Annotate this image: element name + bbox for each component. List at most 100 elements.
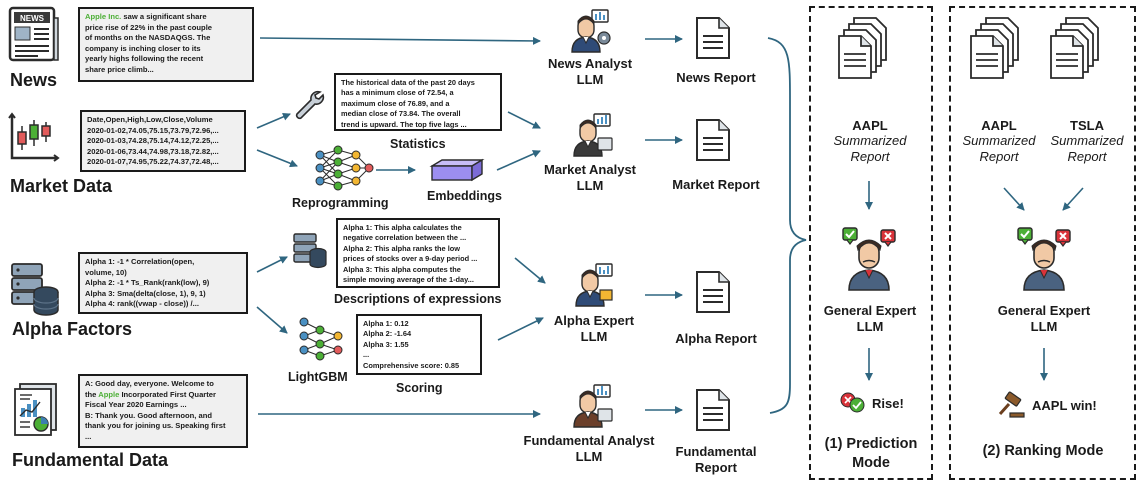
- rank-expert-label: General Expert LLM: [986, 303, 1102, 335]
- fund-report-line2: Report: [695, 460, 737, 475]
- expert-icon: [842, 227, 896, 291]
- fund-line: Fiscal Year 2020 Earnings ...: [85, 400, 187, 410]
- fund-line: ...: [85, 431, 92, 441]
- analyst-icon: [573, 113, 613, 157]
- statistics-box: The historical data of the past 20 days …: [334, 73, 502, 131]
- lightgbm-label: LightGBM: [288, 370, 348, 384]
- pred-result: Rise!: [872, 396, 904, 411]
- fund-line2-pre: the: [85, 389, 99, 399]
- candlestick-chart-icon: [8, 112, 60, 162]
- rank-expert-line1: General Expert: [997, 303, 1091, 318]
- stats-line: median close of 73.84. The overall: [341, 109, 461, 119]
- alpha-line: Alpha 2: -1 * Ts_Rank(rank(low), 9): [85, 278, 210, 288]
- document-icon: [696, 119, 730, 161]
- news-icon: NEWS: [8, 6, 60, 67]
- alpha-report-line1: Alpha Report: [675, 331, 757, 346]
- alpha-report-label: Alpha Report: [666, 331, 766, 347]
- database-icon: [293, 233, 327, 269]
- fund-llm-line2: LLM: [575, 449, 603, 464]
- database-icon: [11, 263, 59, 316]
- market-llm-line2: LLM: [576, 178, 604, 193]
- score-line: Alpha 1: 0.12: [363, 319, 409, 328]
- desc-line: Alpha 2: This alpha ranks the low: [343, 243, 461, 253]
- analyst-icon: [573, 384, 613, 428]
- market-line: 2020-01-03,74.28,75.14,74.12,72.25,...: [87, 136, 219, 146]
- neural-network-icon: [299, 317, 343, 361]
- news-report-label: News Report: [668, 70, 764, 86]
- arrow-score-to-alpha-llm: [497, 317, 544, 341]
- rank-ticker1: AAPL: [981, 118, 1017, 133]
- desc-line: negative correlation between the ...: [343, 233, 467, 243]
- document-icon: [696, 17, 730, 59]
- stats-line: maximum close of 76.89, and a: [341, 98, 450, 108]
- fundamental-report-label: Fundamental Report: [666, 444, 766, 476]
- score-line: ...: [363, 350, 370, 360]
- rank-tsla-label: TSLA Summarized Report: [1040, 118, 1134, 165]
- ranking-mode-title: (2) Ranking Mode: [982, 443, 1104, 459]
- neural-network-icon: [315, 145, 374, 191]
- score-line: Alpha 2: -1.64: [363, 329, 412, 339]
- ranking-mode-panel: [949, 6, 1136, 480]
- alpha-text-box: Alpha 1: -1 * Correlation(open, volume, …: [78, 252, 248, 314]
- news-line: share price climb...: [85, 64, 154, 74]
- news-company: Apple Inc.: [85, 12, 122, 21]
- alpha-line: Alpha 4: rank((vwap - close)) /...: [85, 299, 199, 309]
- curly-brace: [767, 37, 807, 414]
- document-icon: [696, 271, 730, 313]
- wrench-icon: [295, 90, 325, 120]
- news-line: company is inching closer to its: [85, 43, 201, 53]
- rise-indicator-icon: [840, 392, 865, 413]
- cross-icon: [1059, 232, 1067, 240]
- pred-title-line1: (1) Prediction: [824, 436, 918, 452]
- arrow-market-to-statistics: [256, 113, 291, 129]
- news-text-box: Apple Inc. saw a significant share price…: [78, 7, 254, 82]
- desc-line: simple moving average of the 1-day...: [343, 275, 474, 285]
- arrow-desc-to-alpha-llm: [514, 257, 546, 284]
- rank-sub1: Summarized: [1050, 133, 1124, 148]
- score-line: Comprehensive score: 0.85: [363, 360, 460, 370]
- market-icon: [8, 112, 60, 169]
- check-icon: [845, 230, 855, 239]
- news-line1-rest: saw a significant share: [121, 12, 207, 21]
- newspaper-icon: NEWS: [8, 6, 59, 62]
- document-stack-icon: [1050, 17, 1099, 79]
- document-icon: [696, 389, 730, 431]
- prediction-mode-panel: [809, 6, 933, 480]
- pred-sub2: Report: [850, 149, 890, 164]
- news-label: News: [10, 70, 58, 90]
- news-line: price rise of 22% in the past couple: [85, 22, 213, 32]
- market-label: Market Data: [10, 176, 113, 196]
- pred-report-label: AAPL Summarized Report: [814, 118, 926, 165]
- scoring-label: Scoring: [396, 381, 443, 395]
- alpha-llm-label: Alpha Expert LLM: [544, 313, 644, 345]
- score-line: Alpha 3: 1.55: [363, 339, 409, 349]
- desc-line: prices of stocks over a 9-day period ...: [343, 254, 478, 264]
- statistics-label: Statistics: [390, 137, 446, 151]
- market-text-box: Date,Open,High,Low,Close,Volume 2020-01-…: [80, 110, 246, 172]
- news-report-line1: News Report: [676, 70, 756, 85]
- news-llm-line1: News Analyst: [547, 56, 633, 71]
- rank-result: AAPL win!: [1032, 398, 1097, 413]
- arrow-rank-aapl-to-expert: [1003, 187, 1025, 211]
- news-line: yearly highs following the recent: [85, 54, 204, 64]
- rank-aapl-label: AAPL Summarized Report: [952, 118, 1046, 165]
- fund-line2-post: Incorporated First Quarter: [119, 389, 216, 399]
- pred-title-line2: Mode: [852, 455, 890, 471]
- rank-ticker2: TSLA: [1070, 118, 1104, 133]
- prediction-mode-title: (1) Prediction Mode: [812, 435, 930, 473]
- fund-line: thank you for joining us. Speaking first: [85, 421, 226, 431]
- news-line: of months on the NASDAQGS. The: [85, 33, 211, 43]
- arrow-alpha-to-desc: [256, 256, 288, 273]
- fundamental-icon: [12, 382, 60, 443]
- expert-icon: [1017, 227, 1071, 291]
- stats-line: trend is upward. The top five lags ...: [341, 119, 467, 129]
- alpha-llm-line1: Alpha Expert: [553, 313, 635, 328]
- pred-expert-label: General Expert LLM: [812, 303, 928, 335]
- arrow-market-to-reprogramming: [256, 149, 298, 168]
- pred-expert-line2: LLM: [856, 319, 884, 334]
- fund-line: B: Thank you. Good afternoon, and: [85, 410, 212, 420]
- embedding-block-icon: [429, 158, 485, 182]
- check-icon: [1020, 230, 1030, 239]
- fundamental-llm-label: Fundamental Analyst LLM: [514, 433, 664, 465]
